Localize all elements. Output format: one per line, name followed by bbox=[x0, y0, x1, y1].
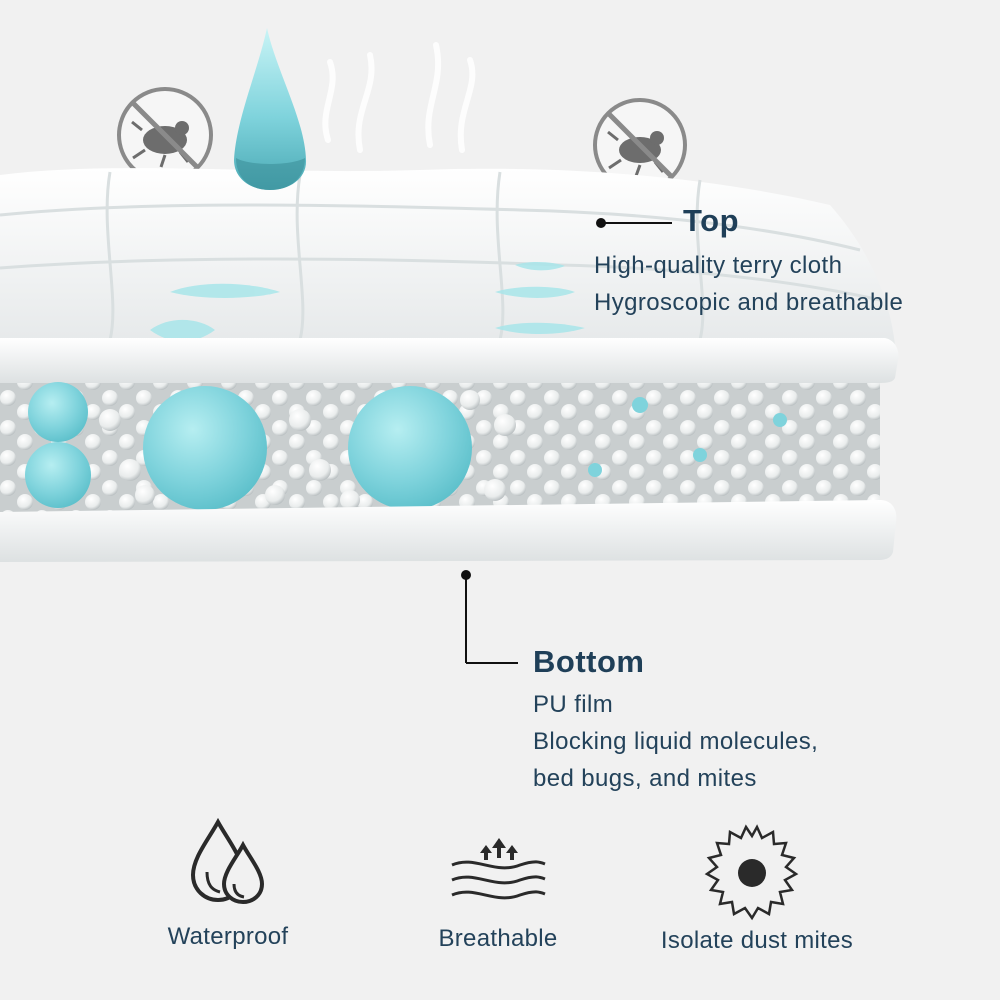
breathable-waves-icon bbox=[451, 838, 546, 900]
no-mite-badge-right-icon bbox=[593, 98, 687, 192]
bottom-layer bbox=[0, 500, 897, 562]
bottom-line-2: Blocking liquid molecules, bbox=[533, 728, 819, 755]
dust-mite-icon bbox=[704, 824, 799, 921]
top-layer bbox=[0, 168, 899, 383]
feature-breathable-label: Breathable bbox=[438, 925, 558, 952]
water-drop-icon bbox=[234, 28, 307, 190]
bottom-callout-line bbox=[461, 570, 518, 664]
feature-waterproof-label: Waterproof bbox=[167, 923, 289, 950]
top-callout: Top High-quality terry cloth Hygroscopic… bbox=[594, 203, 903, 321]
top-callout-line bbox=[596, 218, 672, 228]
bottom-heading: Bottom bbox=[533, 644, 645, 679]
bottom-line-3: bed bugs, and mites bbox=[533, 765, 757, 792]
top-heading: Top bbox=[683, 203, 740, 238]
bottom-callout: Bottom PU film Blocking liquid molecules… bbox=[533, 644, 818, 797]
feature-dust-mites-label: Isolate dust mites bbox=[660, 927, 854, 954]
no-mite-badge-left-icon bbox=[117, 87, 213, 183]
middle-layer bbox=[0, 382, 880, 513]
top-line-2: Hygroscopic and breathable bbox=[594, 289, 904, 316]
top-line-1: High-quality terry cloth bbox=[594, 252, 843, 279]
bottom-line-1: PU film bbox=[533, 691, 614, 718]
waterproof-drops-icon bbox=[190, 817, 265, 905]
airflow-arrows bbox=[322, 42, 476, 153]
